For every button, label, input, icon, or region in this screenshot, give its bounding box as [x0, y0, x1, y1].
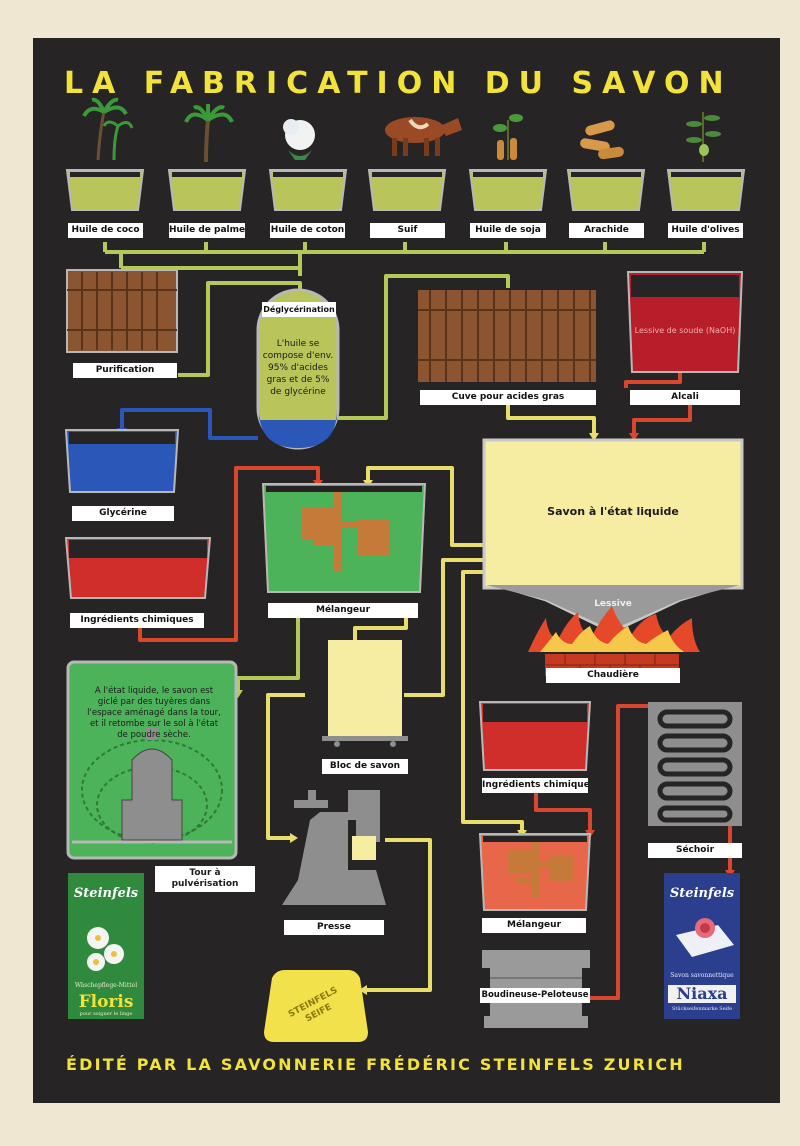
label-spray-tower: Tour à pulvérisation [155, 866, 255, 892]
floris-package [68, 873, 144, 1019]
label-dryer: Séchoir [648, 843, 742, 858]
soybean-icon [493, 114, 523, 160]
label-soap-block: Bloc de savon [322, 759, 408, 774]
label-alkali: Alcali [630, 390, 740, 405]
pipe-soap-to-mixer [366, 466, 484, 547]
label-fatty-acid-vat: Cuve pour acides gras [420, 390, 596, 405]
spray-tower-description: A l'état liquide, le savon est giclé par… [87, 686, 221, 740]
pipe-vat-to-boiler [506, 405, 596, 433]
pipe-oil-collector [103, 242, 706, 276]
niaxa-package [664, 873, 740, 1019]
mixer-2 [478, 833, 592, 911]
purification-vat [66, 269, 178, 353]
soap-block [322, 640, 408, 747]
pipe-glycerine [120, 408, 258, 440]
oil-tanks [65, 169, 746, 211]
label-mixer-1: Mélangeur [268, 603, 418, 618]
oil-palm-icon [184, 104, 234, 163]
label-deglycerination: Déglycérination [262, 302, 336, 317]
label-soy-oil: Huile de soja [470, 223, 546, 238]
label-palm-oil: Huile de palme [169, 223, 245, 238]
floris-tagline: pour soigner le linge [79, 1011, 133, 1017]
pipe-extruder-to-dryer [590, 704, 648, 1000]
chemicals-tank-1 [64, 537, 212, 599]
pipe-block-to-press [266, 693, 305, 840]
pipe-alkali-to-boiler [624, 372, 692, 433]
chemicals-tank-2 [478, 701, 592, 771]
pipe-boiler-to-extruder [461, 570, 524, 830]
pipe-deglycerination-to-vat [338, 274, 510, 420]
lye-tank [626, 271, 744, 373]
niaxa-subtitle: Savon savonnettique [670, 972, 734, 979]
fatty-acid-vat [418, 290, 596, 382]
label-extruder: Boudineuse-Peloteuse [480, 988, 590, 1003]
liquid-soap-label: Savon à l'état liquide [547, 505, 679, 518]
floris-name: Floris [78, 992, 134, 1012]
deglycerination-note: L'huile se compose d'env. 95% d'acides g… [262, 339, 334, 397]
label-glycerine: Glycérine [72, 506, 174, 521]
poster-footer: ÉDITÉ PAR LA SAVONNERIE FRÉDÉRIC STEINFE… [66, 1055, 685, 1074]
niaxa-tagline: Stückseifenmarke Seife [671, 1006, 733, 1012]
peanut-icon [580, 120, 624, 160]
label-peanut: Arachide [569, 223, 644, 238]
pipe-purification-to-deglycerination [121, 266, 302, 377]
label-coconut-oil: Huile de coco [68, 223, 143, 238]
label-chemicals-2: Ingrédients chimiques [482, 778, 588, 793]
niaxa-brand: Steinfels [669, 886, 735, 901]
mixer-1 [261, 483, 427, 593]
pipe-chemicals-to-mixer [138, 466, 320, 642]
floris-brand: Steinfels [73, 886, 139, 901]
pipe-mixer-to-tower [236, 610, 300, 690]
dryer [648, 702, 742, 826]
label-mixer-2: Mélangeur [482, 918, 586, 933]
palm-tree-icon [82, 97, 134, 161]
soap-bar [264, 970, 368, 1042]
label-boiler: Chaudière [546, 668, 680, 683]
pipe-boiler-to-block [404, 558, 486, 697]
floris-subtitle: Wäschepflege-Mittel [74, 982, 138, 989]
label-cotton-oil: Huile de coton [270, 223, 345, 238]
niaxa-name: Niaxa [676, 984, 728, 1003]
poster-title: LA FABRICATION DU SAVON [64, 66, 733, 101]
pipe-press-to-bar [365, 838, 432, 992]
label-tallow: Suif [370, 223, 445, 238]
deglycerination-column [256, 288, 340, 450]
label-chemicals-1: Ingrédients chimiques [70, 613, 204, 628]
spray-tower [66, 660, 238, 860]
cow-icon [385, 117, 462, 156]
pipe-chemicals2-to-mixer [534, 792, 592, 830]
lye-bottom-label: Lessive [594, 599, 632, 609]
fire-icon [528, 606, 700, 652]
olive-branch-icon [686, 112, 721, 162]
lye-text: Lessive de soude (NaOH) [634, 326, 736, 335]
label-purification: Purification [73, 363, 177, 378]
cotton-icon [283, 119, 315, 160]
boiler [482, 438, 744, 676]
glycerine-tank [64, 429, 180, 493]
label-olive-oil: Huile d'olives [668, 223, 743, 238]
press-machine [282, 790, 386, 905]
label-press: Presse [284, 920, 384, 935]
